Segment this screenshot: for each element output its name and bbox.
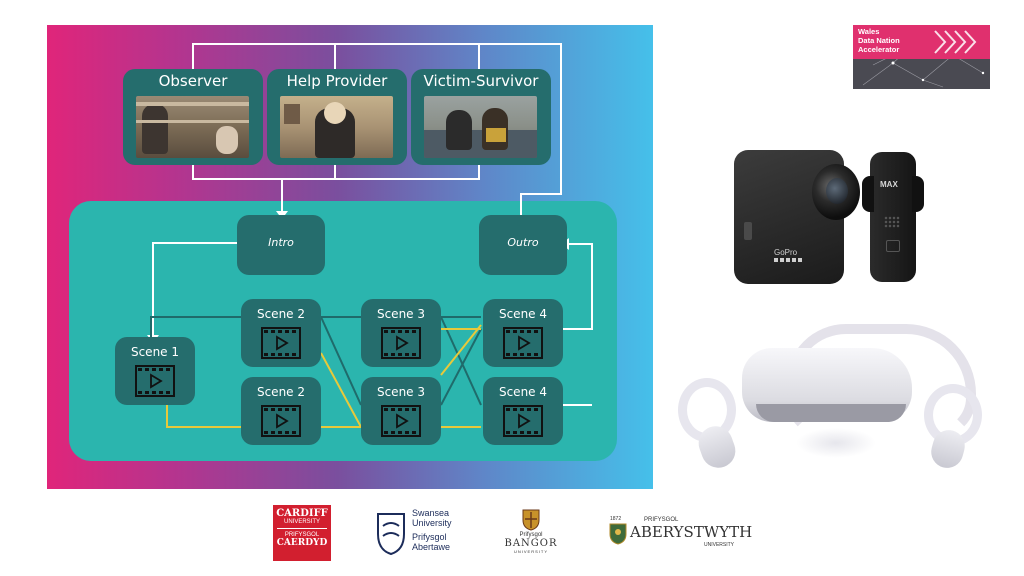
outro-box: Outro [479,215,567,275]
aber-line-2: ABERYSTWYTH [630,523,753,541]
camera-max-label: MAX [880,180,898,189]
scene-3a-label: Scene 3 [376,307,426,321]
scene-2a-label: Scene 2 [256,307,306,321]
swansea-university-logo: Swansea University Prifysgol Abertawe [374,508,464,558]
swansea-crest-icon [377,513,405,556]
video-clip-icon [261,327,301,359]
bangor-line-1: Prifysgol [519,532,543,538]
scene-3b-label: Scene 3 [376,385,426,399]
wales-data-nation-badge: Wales Data Nation Accelerator [853,25,990,89]
video-clip-icon [381,405,421,437]
role-label-help-provider: Help Provider [286,72,388,90]
video-clip-icon [503,327,543,359]
vr-headset [676,318,996,473]
cardiff-university-logo: CARDIFF UNIVERSITY PRIFYSGOL CAERDYD [273,505,331,561]
scene-4a-box: Scene 4 [483,299,563,367]
swansea-line-1: Swansea [412,508,450,518]
camera-brand: GoPro [774,248,798,257]
scene-4b-box: Scene 4 [483,377,563,445]
scene-2b-label: Scene 2 [256,385,306,399]
aber-year: 1872 [610,516,622,522]
aber-line-1: PRIFYSGOL [644,517,679,523]
path-s2a-s3b-yellow [320,352,362,428]
intro-label: Intro [268,236,294,249]
role-box-observer: Observer [123,69,263,165]
swansea-line-3: Prifysgol [412,532,447,542]
role-box-help-provider: Help Provider [267,69,407,165]
gopro-max-camera: GoPro [734,150,860,286]
path-s2a-s3b [320,316,362,406]
badge-line-2: Data Nation [858,36,900,45]
bangor-university-logo: Prifysgol BANGOR UNIVERSITY [498,508,564,560]
cardiff-line-2: UNIVERSITY [283,519,320,525]
cardiff-line-4: CAERDYD [276,538,328,548]
victim-survivor-photo [424,96,537,158]
outro-label: Outro [507,236,539,249]
video-clip-icon [503,405,543,437]
gopro-max-side: MAX [862,152,924,284]
swansea-line-2: University [412,518,452,528]
scene-2b-box: Scene 2 [241,377,321,445]
scene-2a-box: Scene 2 [241,299,321,367]
scene-1-label: Scene 1 [130,345,180,359]
badge-line-3: Accelerator [858,45,900,54]
aberystwyth-university-logo: 1872 PRIFYSGOL ABERYSTWYTH UNIVERSITY [608,516,758,552]
role-box-victim-survivor: Victim-Survivor [411,69,551,165]
bangor-line-3: UNIVERSITY [513,549,548,554]
scene-4a-label: Scene 4 [498,307,548,321]
video-clip-icon [261,405,301,437]
connector-lines [147,43,593,428]
path-s3a-s4b [440,316,482,406]
help-provider-photo [280,96,393,158]
scene4a-to-outro-line [563,243,593,330]
path-s3b-s4a [440,328,482,406]
observer-photo [136,96,249,158]
path-s3b-s4a-yellow [440,324,482,376]
scene-3b-box: Scene 3 [361,377,441,445]
video-clip-icon [381,327,421,359]
cardiff-line-1: CARDIFF [276,508,328,519]
aberystwyth-crest-icon [609,523,627,545]
intro-to-scene1-line [152,242,237,337]
video-clip-icon [135,365,175,397]
scene-1-box: Scene 1 [115,337,195,405]
top-feedback-line [192,43,562,215]
bangor-crest-icon [522,509,540,531]
scene-3a-box: Scene 3 [361,299,441,367]
chevron-pattern [934,30,977,54]
scene-4b-label: Scene 4 [498,385,548,399]
role-label-observer: Observer [158,72,228,90]
path-s1-s2b [166,403,241,428]
badge-line-1: Wales [858,27,880,36]
role-label-victim-survivor: Victim-Survivor [423,72,539,90]
aber-line-3: UNIVERSITY [704,542,735,548]
branching-diagram: Observer Help Provider Victim-Survivor I… [47,25,653,489]
cardiff-line-3: PRIFYSGOL [284,532,320,538]
swansea-line-4: Abertawe [412,542,451,552]
bangor-line-2: BANGOR [504,538,558,549]
intro-box: Intro [237,215,325,275]
